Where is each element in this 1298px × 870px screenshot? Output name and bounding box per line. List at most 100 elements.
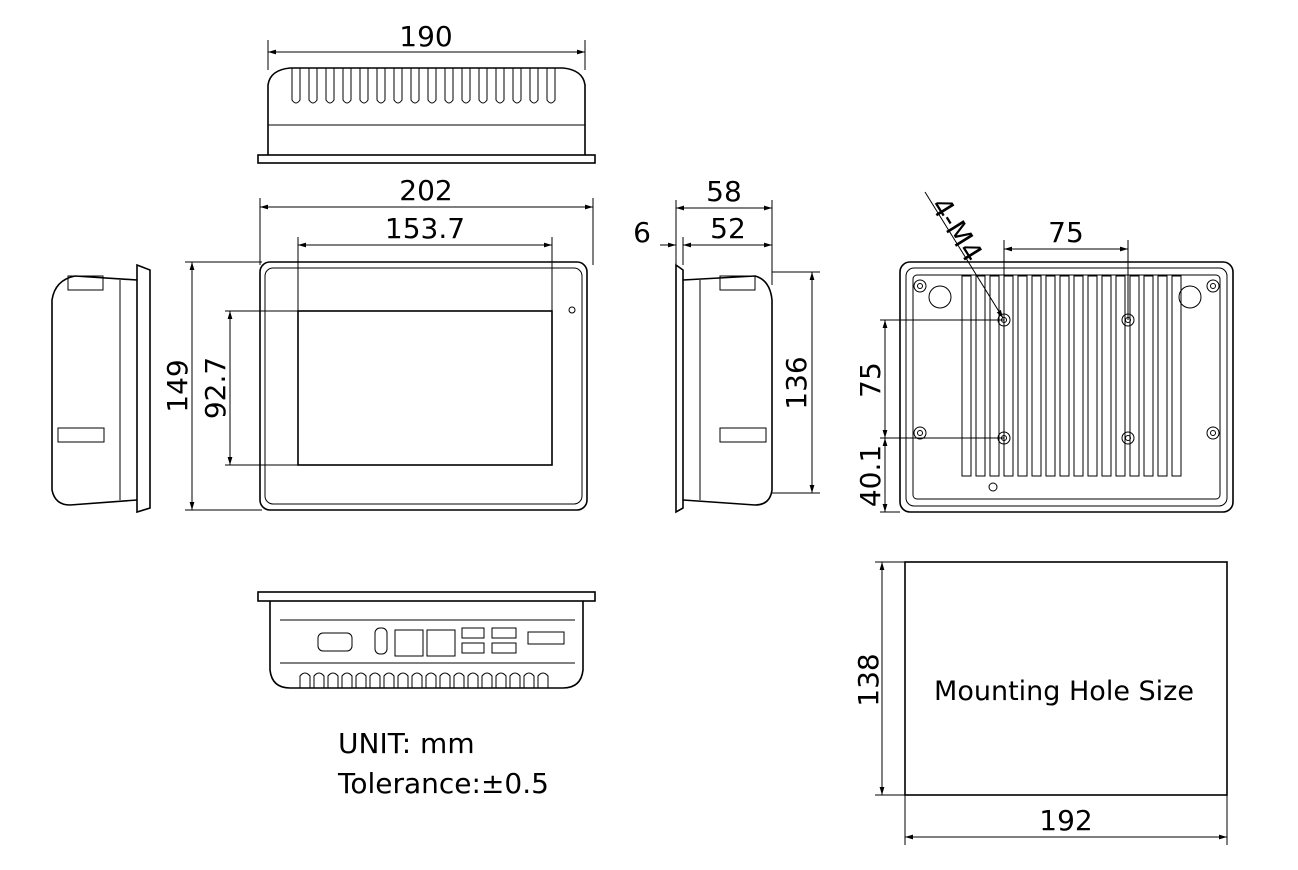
fin <box>410 68 420 104</box>
front-height-dim: 149 <box>161 359 194 412</box>
screen-width-dim: 153.7 <box>385 212 465 245</box>
fin <box>461 68 471 104</box>
screw-hole-center <box>1210 430 1216 436</box>
mounting-hole-outline <box>904 561 1228 796</box>
usb-port-1 <box>461 627 485 639</box>
fin <box>1157 275 1168 477</box>
screw-hole <box>913 426 927 440</box>
mounting-width-dim: 192 <box>1039 804 1092 837</box>
top-body <box>267 67 586 155</box>
flange-dim: 6 <box>633 216 651 249</box>
lan-port-1 <box>394 629 424 657</box>
screw-hole-center <box>1125 435 1131 441</box>
screw-hole-center <box>917 283 923 289</box>
fin <box>325 68 335 104</box>
fin <box>291 68 301 104</box>
unit-note: UNIT: mm <box>338 727 475 760</box>
fin <box>355 672 367 688</box>
fin <box>397 672 409 688</box>
fin <box>989 275 1000 477</box>
fin <box>1129 275 1140 477</box>
fin <box>439 672 451 688</box>
fin <box>1073 275 1084 477</box>
fin <box>509 672 521 688</box>
side-height-dim: 136 <box>780 356 813 409</box>
fin <box>299 672 311 688</box>
fin <box>327 672 339 688</box>
fin <box>495 672 507 688</box>
front-width-dim: 202 <box>399 174 452 207</box>
fin <box>481 672 493 688</box>
power-connector <box>527 631 565 645</box>
screw-hole <box>1206 426 1220 440</box>
front-view: 202 153.7 149 92.7 <box>161 174 594 511</box>
sd-slot <box>374 627 388 655</box>
fin <box>427 68 437 104</box>
fin <box>1059 275 1070 477</box>
fin <box>393 68 403 104</box>
led-indicator <box>568 306 576 314</box>
fin <box>444 68 454 104</box>
lan-port-2 <box>426 629 456 657</box>
fin <box>961 275 972 477</box>
hole-spacing-v: 75 <box>854 362 887 398</box>
bottom-view <box>257 591 596 689</box>
fin <box>411 672 423 688</box>
fin <box>1143 275 1154 477</box>
usb-port-2 <box>461 642 485 654</box>
fin <box>1115 275 1126 477</box>
fin <box>1087 275 1098 477</box>
fin <box>467 672 479 688</box>
screw-hole <box>913 279 927 293</box>
fin <box>1003 275 1014 477</box>
fin <box>1101 275 1112 477</box>
fin <box>1171 275 1182 477</box>
mounting-height-dim: 138 <box>852 653 885 706</box>
top-width-dim: 190 <box>399 20 452 53</box>
screen-height-dim: 92.7 <box>199 357 232 419</box>
bottom-fins <box>299 672 549 688</box>
screw-label: 4-M4 <box>924 191 989 268</box>
front-bezel <box>259 261 588 511</box>
screw-hole <box>1206 279 1220 293</box>
screw-hole-center <box>1210 283 1216 289</box>
bottom-offset-dim: 40.1 <box>854 445 887 507</box>
fin <box>342 68 352 104</box>
fin <box>453 672 465 688</box>
fin <box>313 672 325 688</box>
right-side-view: 58 52 6 136 <box>633 175 820 514</box>
fin <box>1017 275 1028 477</box>
hole-spacing-h: 75 <box>1048 216 1084 249</box>
fin <box>341 672 353 688</box>
display-area <box>297 310 553 466</box>
fin <box>1045 275 1056 477</box>
fin <box>975 275 986 477</box>
mounting-hole: Mounting Hole Size 138 192 <box>852 561 1228 845</box>
terminal-2 <box>491 642 517 654</box>
top-flange <box>257 154 596 164</box>
screw-hole-center <box>917 430 923 436</box>
screw-hole <box>1121 431 1135 445</box>
fin <box>546 68 556 104</box>
top-view: 190 <box>257 20 596 164</box>
fin <box>537 672 549 688</box>
tolerance-note: Tolerance:±0.5 <box>337 767 549 800</box>
fin <box>425 672 437 688</box>
fin <box>383 672 395 688</box>
fin <box>478 68 488 104</box>
left-side-view <box>51 263 151 514</box>
depth-dim: 58 <box>706 175 742 208</box>
terminal-1 <box>491 627 517 639</box>
fin <box>523 672 535 688</box>
body-depth-dim: 52 <box>710 212 746 245</box>
fin <box>308 68 318 104</box>
fin <box>1031 275 1042 477</box>
mounting-screw-holes <box>913 279 1220 445</box>
mounting-hole-label: Mounting Hole Size <box>934 676 1194 707</box>
fin <box>359 68 369 104</box>
rear-fins <box>961 275 1182 477</box>
fin <box>376 68 386 104</box>
rear-view: 75 75 40.1 4-M4 <box>854 191 1234 513</box>
top-fins <box>291 68 556 104</box>
